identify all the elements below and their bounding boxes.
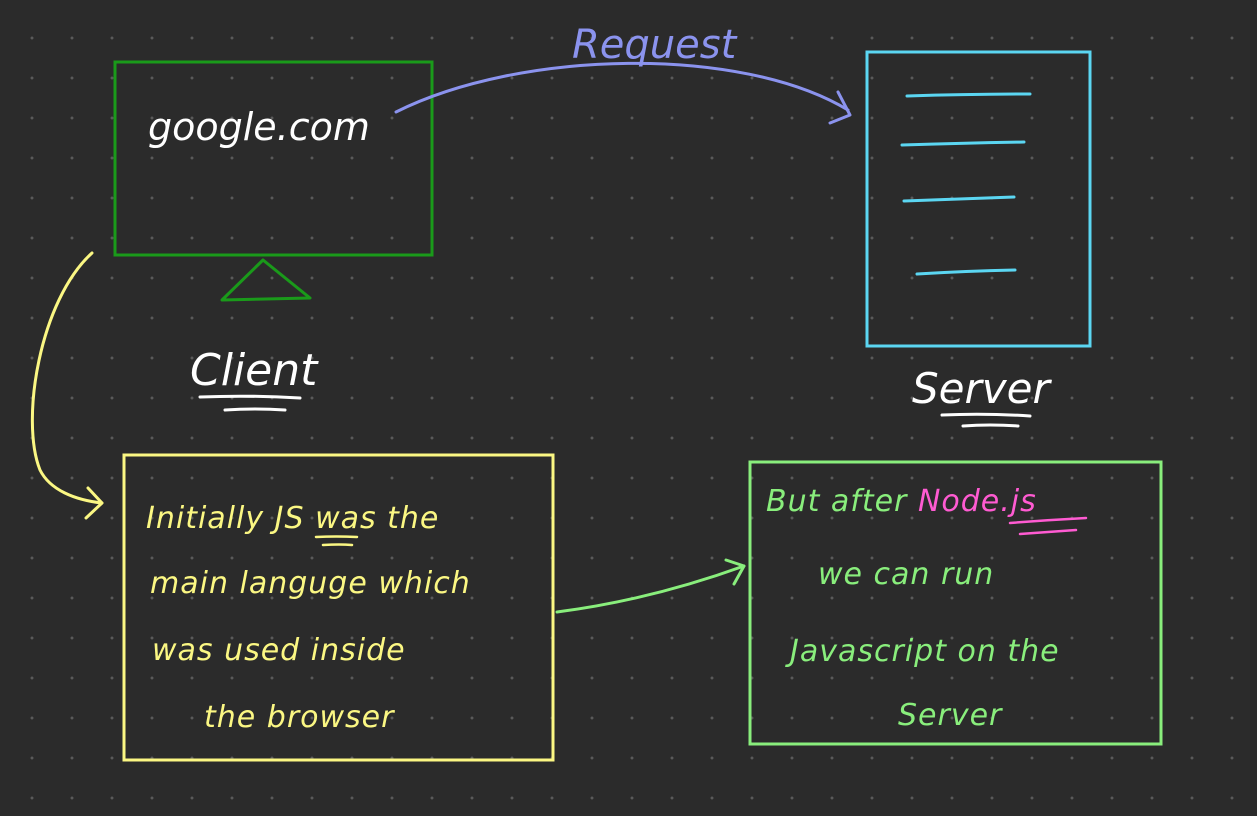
server-rect <box>865 50 1092 348</box>
note-right-rect <box>748 460 1163 746</box>
note-left-rect <box>122 453 555 762</box>
note-right-box: But after Node.js we can run Javascript … <box>748 460 1163 746</box>
request-label: Request <box>572 22 738 68</box>
note-left-line-2: main languge which <box>150 566 471 601</box>
note-left-line-1: Initially JS was the <box>146 501 439 536</box>
server-line-1 <box>905 92 1032 98</box>
note-left-line-4: the browser <box>204 700 395 735</box>
server-box <box>865 50 1092 348</box>
server-line-2 <box>900 140 1026 147</box>
client-label: Client <box>190 345 319 396</box>
note-to-note-arrow-line <box>555 564 746 614</box>
note-right-line-2: we can run <box>818 557 994 592</box>
note-right-nodejs-underline <box>1008 516 1088 536</box>
client-label-underline <box>198 394 302 412</box>
note-left-line-3: was used inside <box>152 633 406 668</box>
note-left-line-1a: Initially <box>146 501 275 536</box>
note-left-js-underline <box>314 535 359 547</box>
request-arrow-head <box>828 90 852 125</box>
note-left-box: Initially JS was the main languge which … <box>122 453 555 762</box>
note-to-note-arrow <box>555 558 746 614</box>
server-label-underline <box>940 412 1032 428</box>
request-arrow-line <box>394 61 850 114</box>
client-url-text: google.com <box>148 105 370 149</box>
client-to-note-arrow-line <box>30 251 104 505</box>
client-to-note-arrow <box>30 251 104 520</box>
server-line-3 <box>902 195 1016 203</box>
client-computer: google.com <box>113 60 434 302</box>
client-to-note-arrow-head <box>84 486 104 520</box>
server-line-4 <box>915 268 1017 276</box>
server-label: Server <box>912 364 1052 413</box>
client-screen <box>113 60 434 257</box>
note-right-line-1a: But after <box>766 484 918 519</box>
note-left-js: JS <box>270 501 305 536</box>
note-left-line-1c: was the <box>305 501 440 536</box>
client-stand <box>220 258 312 302</box>
note-to-note-arrow-head <box>724 558 746 586</box>
request-arrow <box>394 61 852 125</box>
note-right-line-4: Server <box>898 698 1003 733</box>
note-right-nodejs: Node.js <box>918 484 1037 519</box>
note-right-line-1: But after Node.js <box>766 484 1037 519</box>
note-right-line-3: Javascript on the <box>785 634 1060 669</box>
